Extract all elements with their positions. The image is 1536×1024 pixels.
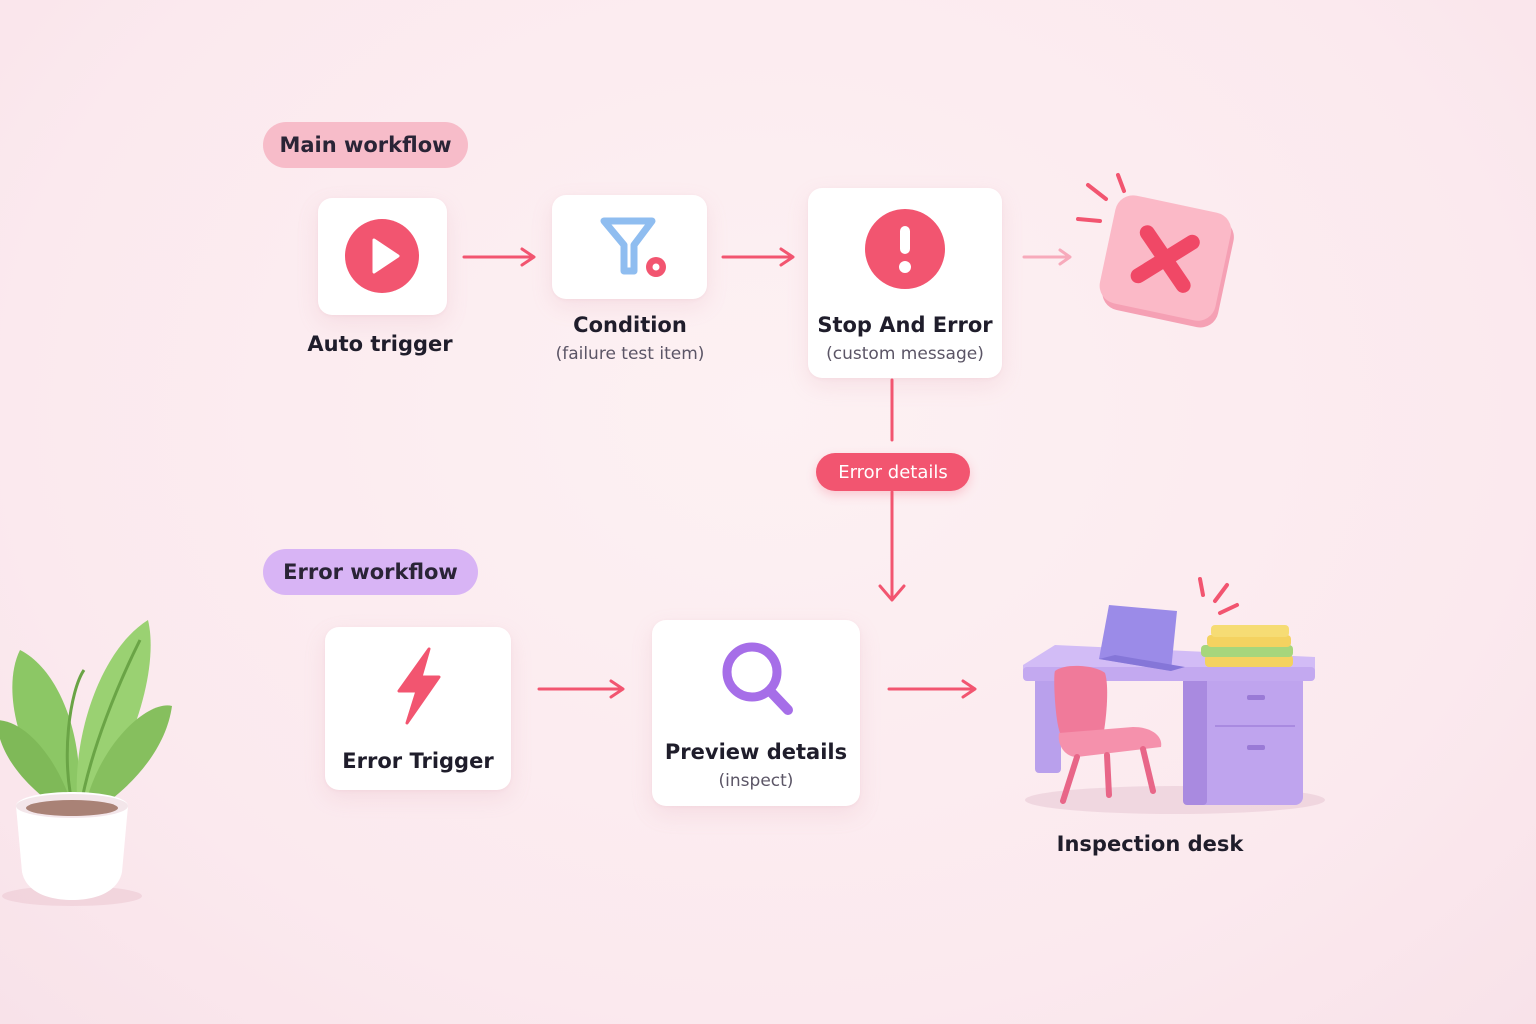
auto-trigger-title: Auto trigger <box>307 332 453 356</box>
exclamation-icon <box>865 209 945 289</box>
auto-trigger-node[interactable] <box>318 198 447 315</box>
preview-details-node[interactable]: Preview details (inspect) <box>652 620 860 806</box>
preview-details-subtitle: (inspect) <box>718 771 794 791</box>
arrow-trigger-to-condition <box>462 247 536 267</box>
main-workflow-label: Main workflow <box>263 122 468 168</box>
arrow-error-trigger-to-preview <box>537 679 625 699</box>
stop-and-error-title: Stop And Error <box>817 313 993 337</box>
plant-icon <box>0 620 172 906</box>
inspection-desk-title: Inspection desk <box>1056 832 1244 856</box>
condition-subtitle: (failure test item) <box>555 344 705 364</box>
arrow-condition-to-stop <box>721 247 795 267</box>
error-trigger-title: Error Trigger <box>342 749 494 773</box>
condition-node[interactable] <box>552 195 707 299</box>
arrow-preview-to-desk <box>887 679 977 699</box>
magnifier-icon <box>722 642 793 715</box>
play-icon <box>345 219 419 293</box>
filter-icon <box>600 217 666 277</box>
stop-and-error-subtitle: (custom message) <box>826 344 984 364</box>
error-details-badge: Error details <box>816 453 970 491</box>
condition-title: Condition <box>573 313 687 337</box>
preview-details-title: Preview details <box>664 740 848 764</box>
failure-x-icon <box>1076 173 1234 328</box>
connector-stop-to-desk <box>878 378 906 602</box>
error-trigger-node[interactable]: Error Trigger <box>325 627 511 790</box>
arrow-stop-to-failure <box>1022 248 1072 266</box>
stop-and-error-node[interactable]: Stop And Error (custom message) <box>808 188 1002 378</box>
error-workflow-label: Error workflow <box>263 549 478 595</box>
lightning-icon <box>397 647 441 725</box>
desk-icon <box>1023 577 1325 814</box>
